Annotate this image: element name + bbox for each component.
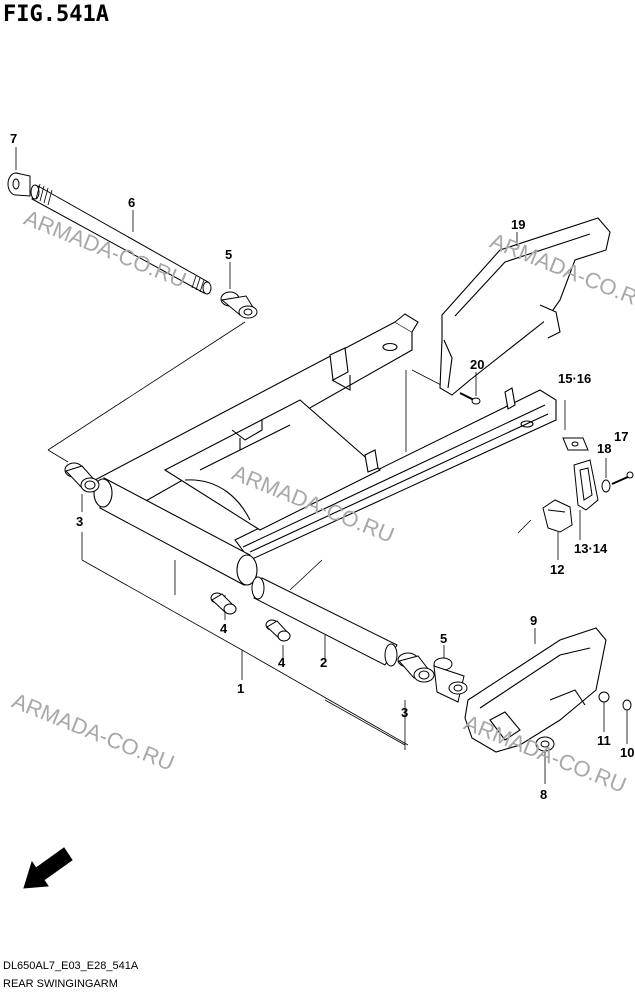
part-18-washer	[601, 458, 611, 493]
callout-11: 11	[597, 733, 611, 748]
callout-1: 1	[237, 681, 245, 696]
callout-9: 9	[530, 613, 538, 628]
callout-3-right: 3	[401, 705, 409, 720]
part-15-16-plate	[562, 437, 589, 451]
callout-2: 2	[320, 655, 328, 670]
part-1-swingarm	[93, 313, 557, 586]
callout-4-b: 4	[278, 655, 286, 670]
part-12-bracket	[542, 499, 573, 560]
part-19-chain-cover	[439, 217, 611, 396]
callout-4-a: 4	[220, 621, 228, 636]
part-5-collar-top	[220, 262, 258, 319]
callout-8: 8	[540, 787, 548, 802]
part-4-bearing	[210, 592, 237, 615]
callout-15-16: 15·16	[558, 371, 592, 386]
figure-title: FIG.541A	[3, 2, 109, 27]
part-17-bolt	[611, 471, 634, 485]
part-4-bearing-b	[265, 619, 291, 642]
callout-7: 7	[10, 131, 18, 146]
footer-caption: REAR SWINGINGARM	[3, 978, 118, 990]
part-20-bolt	[459, 372, 481, 405]
part-9-chain-guide	[464, 627, 607, 753]
callout-5-top: 5	[225, 247, 233, 262]
part-3-bearing-left	[64, 462, 100, 512]
callout-17: 17	[614, 429, 629, 444]
callout-5-lower: 5	[440, 631, 448, 646]
part-11-nut	[598, 691, 610, 732]
part-3-bearing-right	[397, 652, 435, 683]
part-10-bolt	[622, 699, 632, 744]
callout-10: 10	[620, 745, 635, 760]
callout-18: 18	[597, 441, 612, 456]
fwd-arrow-icon	[23, 847, 73, 889]
callout-20: 20	[470, 357, 485, 372]
part-2-spacer	[251, 576, 398, 667]
callout-6: 6	[128, 195, 136, 210]
part-6-pivot-shaft	[30, 183, 212, 295]
callout-19: 19	[511, 217, 526, 232]
part-8-nut	[535, 736, 555, 784]
callout-3-left: 3	[76, 514, 84, 529]
part-13-14-adjuster	[573, 459, 599, 540]
part-7-nut	[7, 147, 31, 197]
part-5-collar-lower	[433, 645, 468, 703]
leader-lines	[47, 321, 566, 750]
callout-13-14: 13·14	[574, 541, 608, 556]
footer-code: DL650AL7_E03_E28_541A	[3, 960, 139, 972]
callout-12: 12	[550, 562, 565, 577]
